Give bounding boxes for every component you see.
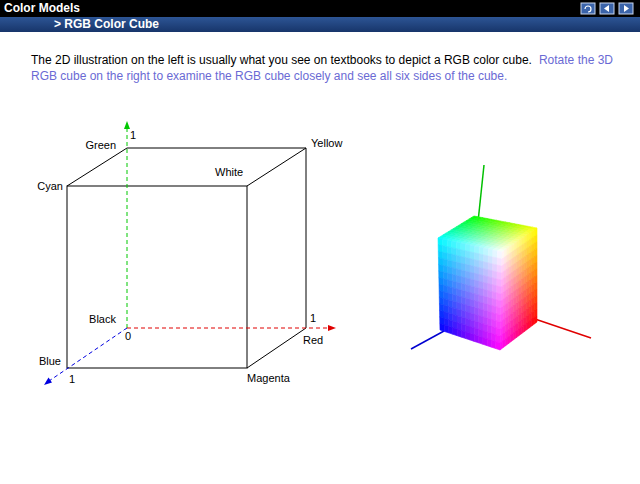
cube-shade-cell: [511, 333, 514, 342]
cube-shade-cell: [508, 335, 511, 344]
nav-glyph: [585, 6, 591, 12]
cube-shade-cell: [500, 341, 503, 350]
cube-shade-cell: [496, 342, 500, 350]
cube-shade-cell: [529, 319, 532, 328]
cube-shade-cell: [440, 323, 444, 331]
cube-edge: [247, 328, 306, 368]
wire-cube: [67, 148, 306, 368]
cube-shade-cell: [524, 323, 527, 332]
axis-value: 0: [124, 330, 132, 343]
red-axis: [127, 328, 331, 329]
corner-label: Red: [302, 334, 324, 347]
cube-shade-cell: [453, 328, 457, 336]
corner-label: Black: [88, 313, 117, 326]
nav-icon: [600, 3, 614, 14]
green-axis: [127, 126, 128, 328]
red-arrowhead: [328, 325, 336, 331]
cube-right-face: [500, 228, 537, 350]
axes: [49, 126, 331, 381]
window-title: Color Models: [4, 1, 80, 16]
instructions: The 2D illustration on the left is usual…: [31, 52, 623, 84]
nav-icon: [581, 3, 595, 14]
cube-edge: [247, 148, 306, 186]
cube-shade-cell: [534, 315, 537, 324]
title-bar: [0, 0, 640, 17]
blue-arrowhead: [44, 378, 52, 386]
cube-shade-cell: [484, 248, 489, 256]
cube-shade-cell: [483, 337, 487, 345]
nav-glyph: [604, 5, 609, 12]
cube-shade-cell: [497, 251, 502, 259]
cube-shade-cell: [444, 325, 448, 333]
cube-shade-cell: [487, 339, 491, 347]
cube-shade-cell: [491, 340, 495, 348]
section-title: > RGB Color Cube: [54, 17, 159, 32]
cube-shade-cell: [479, 336, 483, 344]
green-arrowhead: [124, 121, 130, 129]
cube-shade-cell: [519, 327, 522, 336]
cube-shade-cell: [466, 332, 470, 340]
corner-label: Magenta: [246, 372, 291, 385]
axis-value: 1: [129, 129, 137, 142]
nav-glyph: [624, 5, 629, 12]
green-axis-3d: [478, 165, 484, 222]
blue-axis-3d: [411, 331, 444, 349]
cube-edge: [127, 148, 306, 149]
corner-label: Cyan: [36, 180, 64, 193]
cube-front-face: [67, 186, 247, 368]
corner-label: White: [214, 166, 244, 179]
description-text: The 2D illustration on the left is usual…: [31, 53, 532, 67]
nav-icon: [619, 3, 633, 14]
cube-edge: [306, 148, 307, 328]
corner-label: Blue: [38, 355, 62, 368]
axis-value: 1: [309, 312, 317, 325]
cube-front-face: [438, 238, 502, 350]
cube-shade-cell: [474, 335, 478, 343]
subtitle-bar: [0, 17, 640, 32]
cube-shade-cell: [526, 321, 529, 330]
axis-value: 1: [68, 373, 76, 386]
cube-shade-cell: [503, 339, 506, 348]
cube-shade-cell: [532, 317, 535, 326]
cube-shade-cell: [521, 325, 524, 334]
cube-edge: [67, 148, 127, 186]
cube-shade-cell: [513, 331, 516, 340]
red-axis-3d: [532, 318, 591, 338]
cube-shade-cell: [470, 333, 474, 341]
color-cube-3d: [438, 216, 537, 350]
corner-label: Green: [84, 139, 117, 152]
cube-shade-cell: [516, 329, 519, 338]
nav-icons: [581, 3, 633, 14]
cube-shade-cell: [457, 329, 461, 337]
cube-shade-cell: [488, 249, 493, 257]
cube-shade-cell: [505, 337, 508, 346]
cube-top-face: [438, 216, 537, 252]
corner-label: Yellow: [310, 137, 343, 150]
cube-shade-cell: [448, 326, 452, 334]
cube3d-axes: [411, 165, 591, 349]
cube-shade-cell: [461, 330, 465, 338]
cube-shade-cell: [493, 250, 498, 258]
